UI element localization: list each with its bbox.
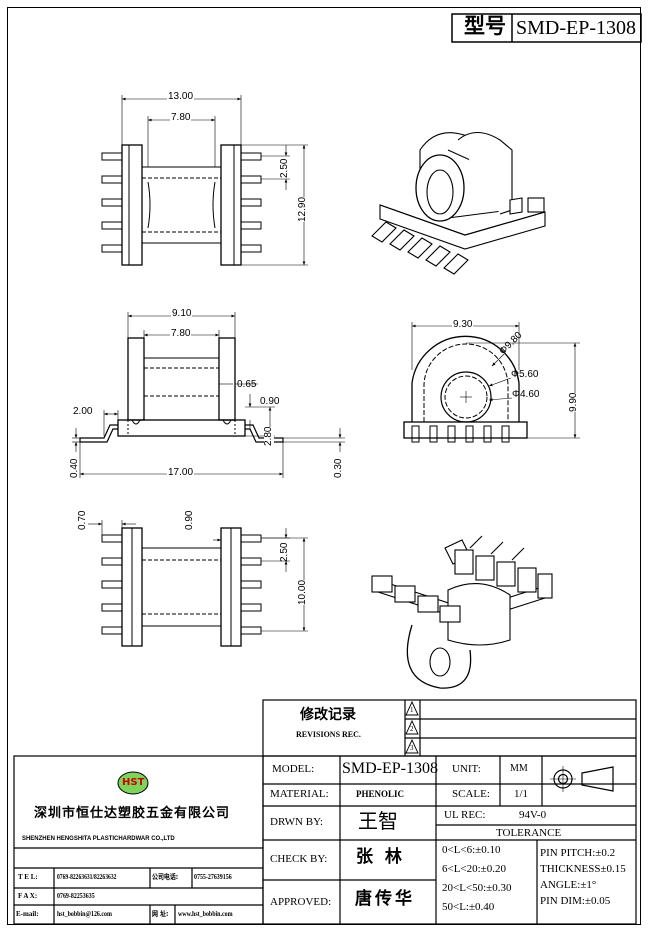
table-approved-value: 唐传华: [355, 889, 415, 909]
dim-front-pin-bottom: 0.30: [333, 458, 344, 478]
revision-mark-3: 3: [410, 744, 414, 752]
pin-pitch-tolerance: PIN PITCH:±0.2: [540, 847, 616, 859]
table-check-value: 张 林: [356, 847, 402, 867]
dim-front-pin-height: 2.80: [263, 426, 274, 446]
tolerance-row-2: 6<L<20:±0.20: [442, 863, 506, 875]
front-view: [72, 312, 345, 478]
phone-value: 0755-27639156: [194, 873, 232, 881]
tolerance-row-3: 20<L<50:±0.30: [442, 882, 512, 894]
web-label: 网 址:: [152, 910, 169, 918]
table-tolerance-label: TOLERANCE: [496, 827, 562, 839]
dim-bottom-gap: 0.90: [184, 510, 195, 530]
dim-top-inner: 7.80: [170, 112, 192, 123]
tel-value: 0769-82263631/82263632: [57, 873, 117, 881]
fax-value: 0769-82253635: [57, 892, 95, 900]
tolerance-row-4: 50<L:±0.40: [442, 901, 495, 913]
email-value: hst_bobbin@126.com: [57, 910, 112, 918]
revision-mark-1: 1: [410, 706, 414, 714]
angle-tolerance: ANGLE:±1°: [540, 879, 597, 891]
company-name-en: SHENZHEN HENGSHITA PLASTICHARDWAR CO.,LT…: [22, 835, 175, 842]
email-label: E-mail:: [16, 910, 39, 918]
thickness-tolerance: THICKNESS±0.15: [540, 863, 626, 875]
dim-bottom-span: 10.00: [297, 579, 308, 605]
dim-top-height: 12.90: [297, 196, 308, 222]
revisions-title: 修改记录: [300, 707, 356, 723]
tolerance-row-1: 0<L<6:±0.10: [442, 844, 501, 856]
table-check-label: CHECK BY:: [270, 853, 328, 865]
dim-side-mid-diameter: Φ5.60: [511, 369, 539, 380]
revisions-subtitle: REVISIONS REC.: [296, 730, 361, 739]
phone-label: 公司电话:: [152, 873, 179, 881]
dim-top-width: 13.00: [167, 91, 195, 102]
table-ul-label: UL REC:: [444, 809, 486, 821]
table-unit-value: MM: [510, 763, 528, 774]
isometric-view-bottom: [371, 535, 553, 689]
dim-front-base: 0.40: [69, 458, 80, 478]
table-model-value: SMD-EP-1308: [342, 760, 439, 777]
fax-label: F A X:: [18, 892, 38, 900]
dim-side-inner-diameter: Φ4.60: [512, 389, 540, 400]
model-label: 型号: [464, 14, 506, 38]
side-view: [403, 322, 580, 443]
dim-front-pin-extension: 2.00: [73, 406, 93, 417]
dim-top-pitch: 2.50: [279, 158, 290, 178]
table-ul-value: 94V-0: [519, 809, 547, 821]
table-drawn-value: 王智: [358, 809, 398, 833]
model-number: SMD-EP-1308: [516, 17, 637, 39]
company-logo: HST: [122, 777, 145, 788]
table-scale-value: 1/1: [514, 788, 529, 800]
table-drawn-label: DRWN BY:: [270, 816, 324, 828]
dim-front-wall: 0.65: [237, 379, 257, 390]
table-model-label: MODEL:: [272, 763, 315, 775]
table-scale-label: SCALE:: [452, 788, 490, 800]
dim-front-span: 17.00: [167, 467, 195, 478]
top-view: [101, 95, 308, 266]
dim-side-height: 9.90: [568, 392, 579, 412]
company-name-cn: 深圳市恒仕达塑胶五金有限公司: [34, 806, 231, 821]
web-value: www.hst_bobbin.com: [178, 910, 233, 918]
revision-mark-2: 2: [410, 725, 414, 733]
title-block: [13, 699, 637, 925]
dim-front-inner: 7.80: [170, 328, 192, 339]
isometric-view-top: [371, 131, 546, 275]
dim-front-width: 9.10: [171, 308, 193, 319]
dim-bottom-pitch: 2.50: [279, 542, 290, 562]
tel-label: T E L:: [18, 873, 38, 881]
table-material-value: PHENOLIC: [356, 789, 405, 799]
dim-front-pin-thickness: 0.90: [260, 396, 280, 407]
pin-dim-tolerance: PIN DIM:±0.05: [540, 895, 611, 907]
table-approved-label: APPROVED:: [270, 896, 332, 908]
bottom-view: [88, 520, 308, 647]
table-unit-label: UNIT:: [452, 763, 481, 775]
header-box: [451, 13, 642, 43]
table-material-label: MATERIAL:: [270, 788, 329, 800]
dim-side-width: 9.30: [452, 319, 474, 330]
dim-bottom-offset: 0.70: [77, 510, 88, 530]
